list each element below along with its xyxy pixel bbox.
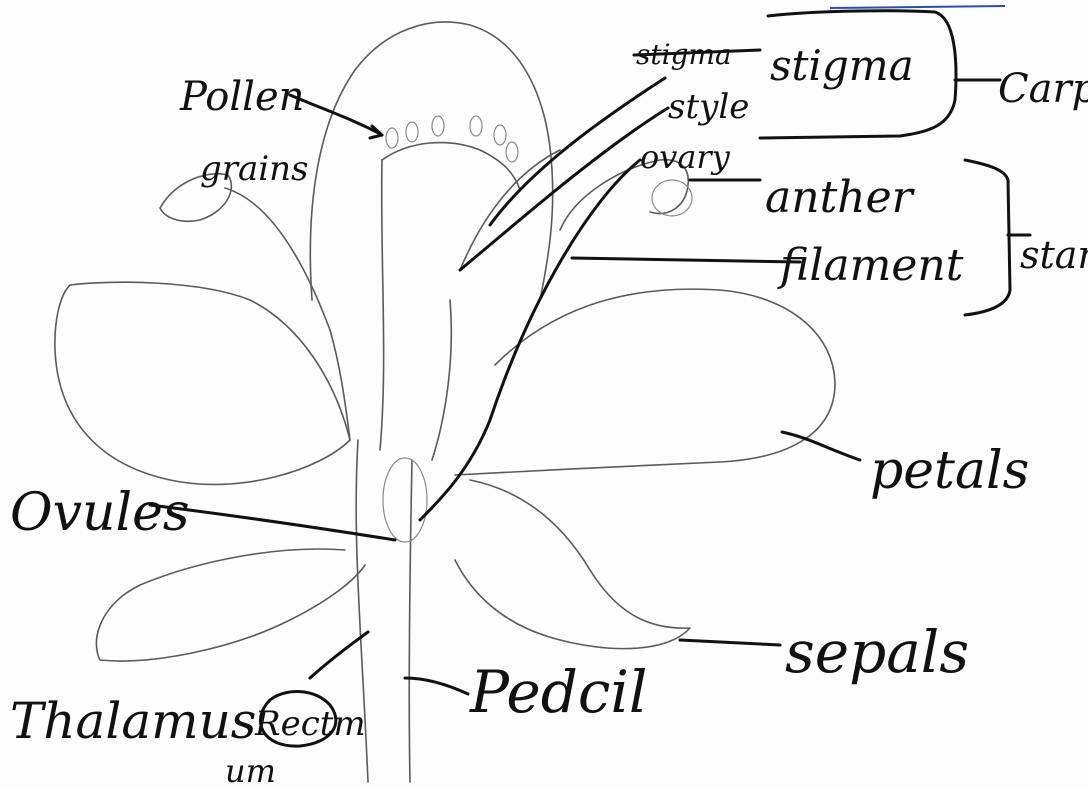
- label-style: style: [668, 87, 749, 127]
- paper-edge-mark: [830, 6, 1005, 8]
- filament-pointer: [572, 258, 800, 262]
- carpel-inner-outline: [382, 143, 520, 190]
- left-filament: [225, 188, 350, 440]
- label-ovary: ovary: [640, 138, 731, 176]
- left-sepal: [96, 549, 365, 661]
- carpel-outline: [310, 22, 552, 300]
- flower-drawing: [55, 22, 835, 782]
- pedicel-pointer: [405, 678, 468, 694]
- label-anther: anther: [765, 172, 916, 223]
- label-thalamus: Thalamus: [10, 692, 256, 750]
- label-receptacle-1: Rectm: [254, 704, 366, 744]
- sepals-pointer: [680, 640, 780, 645]
- right-sepal: [455, 480, 690, 649]
- label-filament: filament: [777, 240, 964, 291]
- label-ovules: Ovules: [10, 483, 190, 543]
- right-petal: [455, 289, 835, 475]
- label-petals: petals: [870, 441, 1029, 501]
- label-pollen-1: Pollen: [179, 74, 304, 120]
- ovary-pointer: [420, 160, 640, 520]
- label-carpel: Carpe: [998, 66, 1088, 112]
- label-pollen-2: grains: [200, 149, 309, 189]
- pollen-grains: [386, 116, 518, 162]
- label-sepals: sepals: [785, 618, 969, 686]
- ovary-body: [380, 160, 451, 460]
- ovule-bulge: [383, 458, 427, 542]
- label-stigma: stigma: [770, 41, 914, 90]
- label-stamen: stam: [1020, 233, 1088, 277]
- label-receptacle-2: um: [225, 752, 276, 788]
- labels: stigma stigma style ovary Carpe Pollen g…: [10, 38, 1088, 788]
- style-pointer: [460, 108, 668, 270]
- label-pedicel: Pedcil: [469, 658, 647, 726]
- thalamus-pointer: [310, 632, 368, 678]
- left-petal: [55, 282, 350, 484]
